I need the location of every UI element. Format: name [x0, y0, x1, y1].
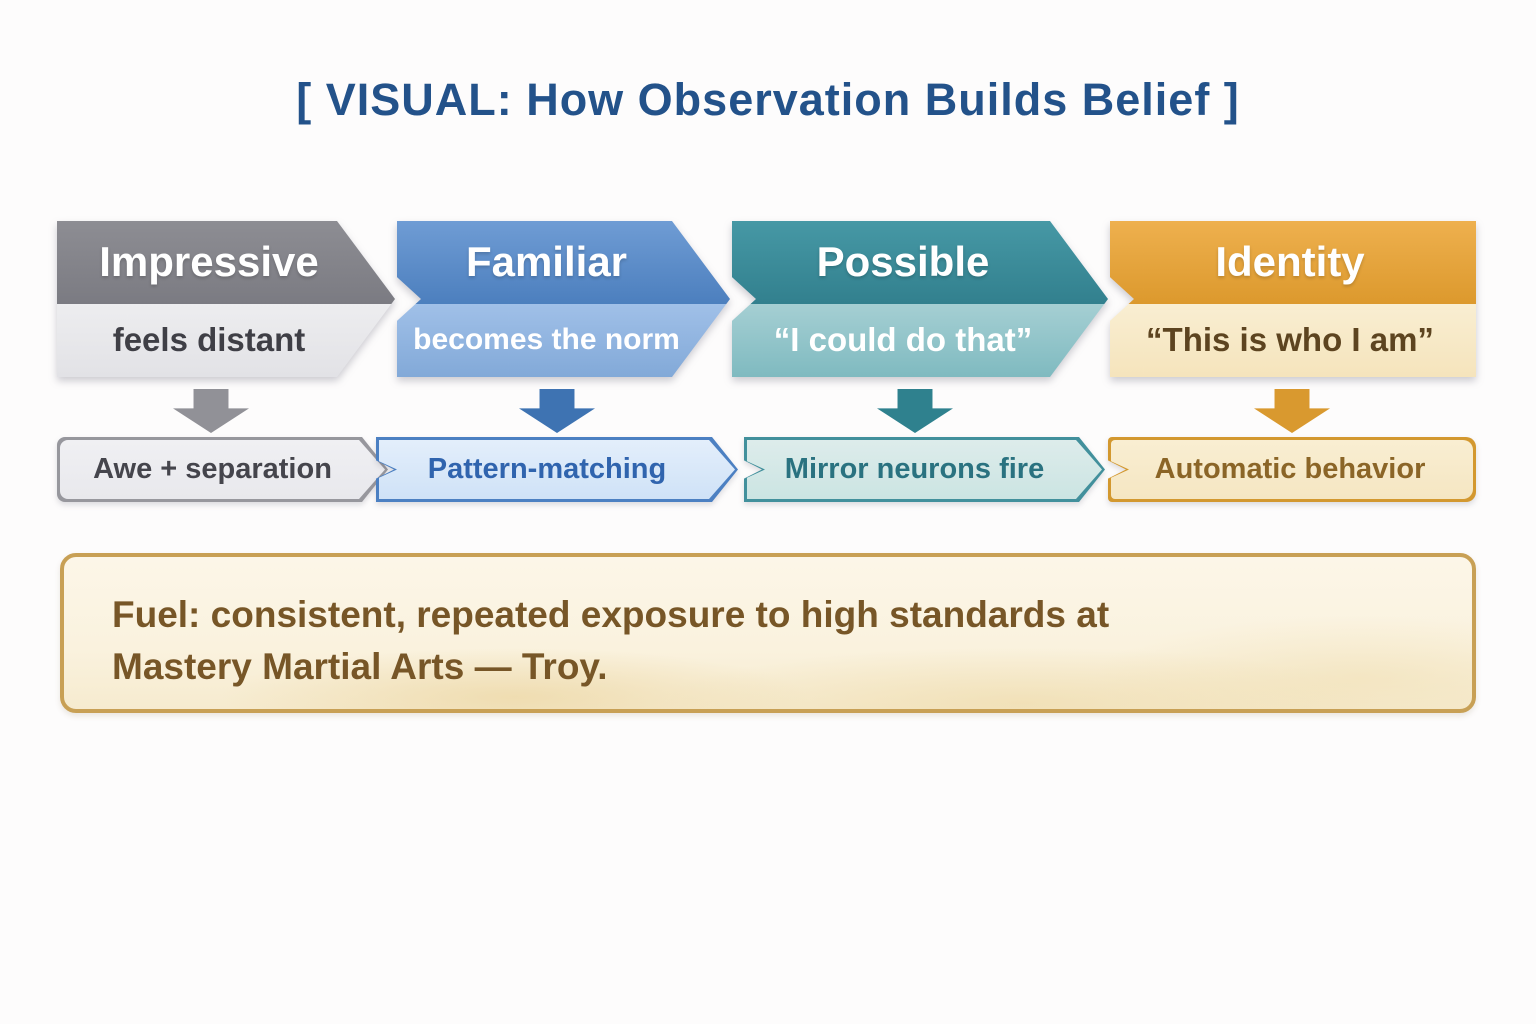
stage-feeling: feels distant	[57, 304, 395, 377]
stage-feeling: becomes the norm	[397, 304, 730, 377]
stage-name: Familiar	[397, 221, 730, 304]
stage-chevron-identity: Identity “This is who I am”	[1110, 221, 1476, 377]
mechanism-chevron-awe: Awe + separation	[57, 437, 388, 502]
mechanism-chevron-mirror: Mirror neurons fire	[744, 437, 1105, 502]
diagram-title: [ VISUAL: How Observation Builds Belief …	[296, 74, 1240, 125]
mechanism-label: Mirror neurons fire	[747, 440, 1102, 499]
fuel-note-box: Fuel: consistent, repeated exposure to h…	[60, 553, 1476, 713]
mechanism-chevron-pattern: Pattern-matching	[376, 437, 738, 502]
stage-chevron-shape: Identity “This is who I am”	[1110, 221, 1476, 377]
stage-feeling: “This is who I am”	[1110, 303, 1476, 377]
mechanism-label: Automatic behavior	[1111, 440, 1473, 499]
stage-chevron-shape: Impressive feels distant	[57, 221, 395, 377]
down-arrow-icon	[877, 389, 953, 433]
down-arrow-icon	[173, 389, 249, 433]
stage-chevron-familiar: Familiar becomes the norm	[397, 221, 730, 377]
stage-name: Impressive	[57, 221, 395, 304]
stage-feeling: “I could do that”	[732, 304, 1108, 377]
stage-chevron-shape: Possible “I could do that”	[732, 221, 1108, 377]
fuel-note-line2: Mastery Martial Arts — Troy.	[112, 646, 608, 687]
down-arrow-icon	[519, 389, 595, 433]
mechanism-label: Awe + separation	[60, 440, 385, 499]
stage-chevron-impressive: Impressive feels distant	[57, 221, 395, 377]
fuel-note-text: Fuel: consistent, repeated exposure to h…	[64, 557, 1472, 693]
stage-name: Identity	[1110, 221, 1476, 304]
mechanism-label: Pattern-matching	[379, 440, 735, 499]
mechanism-chevron-automatic: Automatic behavior	[1108, 437, 1476, 502]
down-arrow-icon	[1254, 389, 1330, 433]
fuel-note-line1: Fuel: consistent, repeated exposure to h…	[112, 594, 1110, 635]
stage-name: Possible	[732, 221, 1108, 304]
stage-chevron-shape: Familiar becomes the norm	[397, 221, 730, 377]
stage-chevron-possible: Possible “I could do that”	[732, 221, 1108, 377]
